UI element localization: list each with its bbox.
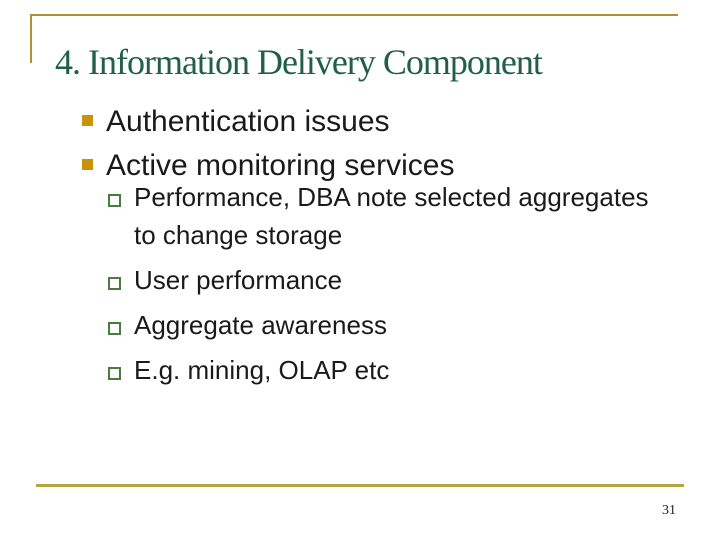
sub-bullet-text: E.g. mining, OLAP etc bbox=[134, 355, 390, 385]
square-outline-bullet-icon bbox=[108, 277, 121, 290]
square-bullet-icon bbox=[82, 115, 93, 126]
top-accent-line bbox=[30, 14, 678, 16]
sub-bullet-item: Aggregate awareness bbox=[108, 306, 669, 344]
bullet-item: Active monitoring services bbox=[82, 148, 454, 184]
bottom-accent-line bbox=[36, 484, 684, 487]
square-outline-bullet-icon bbox=[108, 367, 121, 380]
sub-bullet-item: E.g. mining, OLAP etc bbox=[108, 351, 669, 389]
square-bullet-icon bbox=[82, 159, 93, 170]
sub-bullet-text: Performance, DBA note selected aggregate… bbox=[134, 182, 649, 250]
square-outline-bullet-icon bbox=[108, 194, 121, 207]
title-corner-accent-line bbox=[30, 14, 32, 63]
square-outline-bullet-icon bbox=[108, 322, 121, 335]
bullet-item: Authentication issues bbox=[82, 104, 390, 140]
slide-title: 4. Information Delivery Component bbox=[55, 42, 543, 82]
sub-bullet-text: Aggregate awareness bbox=[134, 310, 387, 340]
page-number: 31 bbox=[662, 503, 676, 518]
sub-bullet-list: Performance, DBA note selected aggregate… bbox=[108, 178, 669, 396]
bullet-text: Authentication issues bbox=[106, 105, 390, 138]
sub-bullet-text: User performance bbox=[134, 265, 343, 295]
sub-bullet-item: Performance, DBA note selected aggregate… bbox=[108, 178, 669, 254]
sub-bullet-item: User performance bbox=[108, 261, 669, 299]
bullet-text: Active monitoring services bbox=[106, 149, 455, 182]
